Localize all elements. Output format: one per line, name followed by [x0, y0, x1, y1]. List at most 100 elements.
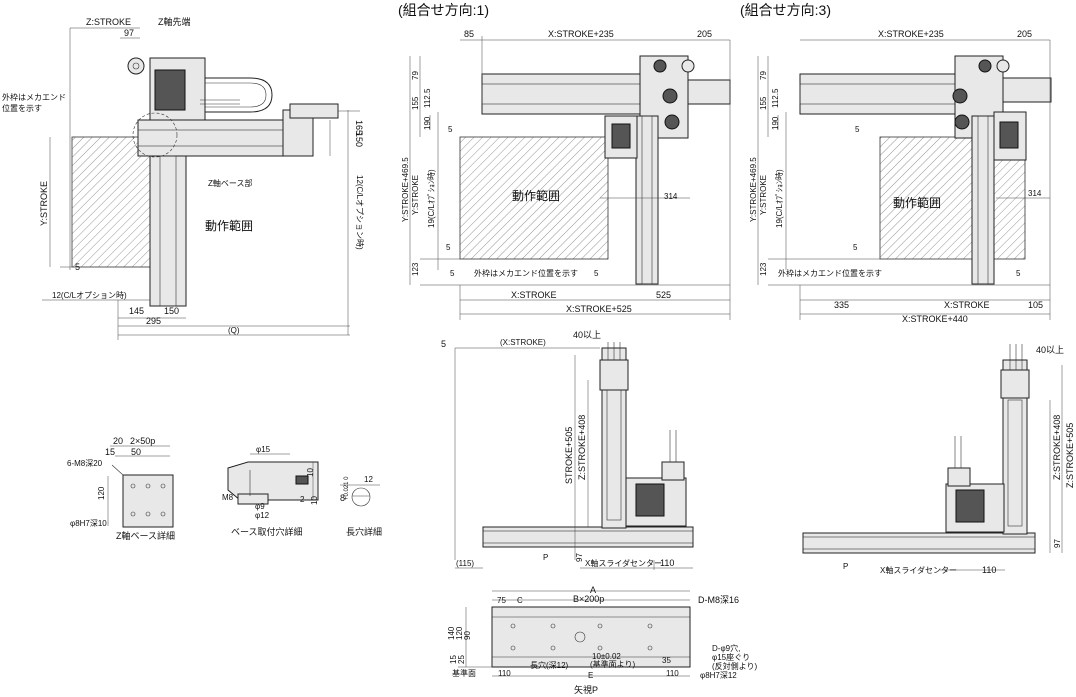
label-p-c: C [517, 596, 523, 605]
detail-slot [340, 484, 380, 507]
label-cl-option-v: 12(C/Lオプション時) [355, 175, 364, 250]
label-bh-d2: 2 [300, 495, 305, 504]
label-top3-d5c: 5 [1016, 269, 1021, 278]
left-callout-circle [132, 112, 178, 158]
label-top3-x-stroke-235: X:STROKE+235 [878, 29, 944, 39]
top-view-3 [757, 39, 1052, 320]
label-bh-d10b: 10 [310, 496, 319, 505]
label-p-d110a: 110 [498, 669, 511, 678]
label-top1-d190: 190 [423, 116, 432, 130]
label-front3-slider-center: X軸スライダセンター [880, 565, 957, 575]
label-top1-y-stroke: Y:STROKE [411, 175, 420, 215]
label-d165: 165 [354, 120, 364, 135]
front-view-3 [802, 344, 1063, 571]
label-d97: 97 [124, 28, 134, 38]
label-top1-d205: 205 [697, 29, 712, 39]
label-top1-d5c: 5 [450, 269, 455, 278]
label-d145: 145 [129, 306, 144, 316]
label-p-d25: 25 [457, 655, 466, 664]
label-bh-phi15: φ15 [256, 445, 271, 454]
label-front1-d110: 110 [660, 558, 674, 568]
top3-y-rail [971, 115, 995, 285]
label-front1-d115: (115) [456, 559, 474, 568]
label-bh-title: ベース取付穴詳細 [231, 526, 303, 537]
label-p-d110b: 110 [666, 669, 679, 678]
label-p-title: 矢視P [574, 684, 598, 695]
label-p-spot: φ15座ぐり [712, 652, 750, 662]
label-top1-d85: 85 [464, 29, 474, 39]
label-slot-title: 長穴詳細 [346, 526, 382, 537]
label-top1-x-stroke: X:STROKE [511, 290, 557, 300]
label-p-slot: 長穴(深12) [530, 660, 569, 670]
label-top3-d79: 79 [759, 71, 768, 80]
label-front1-stroke-505: STROKE+505 [564, 427, 574, 484]
label-top3-x-stroke: X:STROKE [944, 300, 990, 310]
label-front1-p: P [543, 553, 548, 562]
front1-x-base [482, 526, 694, 548]
label-zb-m8: 6-M8深20 [67, 459, 103, 468]
left-cable-loop [205, 77, 273, 113]
label-zb-d50: 50 [131, 447, 141, 457]
label-front1-slider-center: X軸スライダセンター [585, 558, 662, 568]
label-top1-range: 動作範囲 [512, 188, 560, 203]
label-d150v: 150 [354, 132, 364, 147]
detail-base-hole [227, 453, 319, 505]
label-top1-x-stroke-525: X:STROKE+525 [566, 304, 632, 314]
label-top1-outer-note: 外枠はメカエンド位置を示す [474, 268, 578, 278]
label-bh-phi9: φ9 [255, 502, 265, 511]
label-top1-cl19: 19(C/Lｵﾌﾟｼｮﾝ時) [427, 169, 436, 228]
heading-combo-3: (組合せ方向:3) [740, 2, 831, 18]
label-top1-y-stroke-469: Y:STROKE+469.5 [401, 157, 410, 222]
heading-combo-1: (組合せ方向:1) [398, 2, 489, 18]
label-zb-phi8: φ8H7深10 [70, 519, 107, 528]
label-p-tol: 10±0.02 [592, 652, 621, 661]
label-top1-d123: 123 [411, 262, 420, 276]
label-p-opp: (反対側より) [712, 661, 758, 671]
label-front3-d97: 97 [1053, 539, 1062, 548]
label-p-d120: 120 [455, 626, 464, 640]
top1-range-hatch [459, 136, 609, 260]
view-p [458, 590, 691, 677]
view-p-plate [491, 606, 691, 668]
label-zb-d120: 120 [97, 486, 106, 500]
label-top1-d5a: 5 [448, 125, 453, 134]
label-bh-phi12: φ12 [255, 511, 270, 520]
label-y-stroke: Y:STROKE [39, 181, 49, 226]
label-top1-d525: 525 [656, 290, 671, 300]
label-p-a: A [590, 585, 596, 595]
label-z-end: Z軸先端 [158, 16, 191, 27]
left-range-hatch [71, 136, 151, 268]
label-front3-over40: 40以上 [1036, 345, 1064, 355]
label-zb-d20: 20 [113, 436, 123, 446]
front3-x-base [802, 532, 1036, 554]
label-slot-d8: 8 [340, 493, 345, 503]
label-top3-x-stroke-440: X:STROKE+440 [902, 314, 968, 324]
label-top3-d155: 155 [759, 96, 768, 110]
label-p-dm8: D-M8深16 [698, 595, 739, 605]
label-front3-p: P [843, 562, 848, 571]
label-top3-d5b: 5 [853, 243, 858, 252]
top1-x-rail [481, 73, 653, 115]
label-top3-d205: 205 [1017, 29, 1032, 39]
label-top1-d5d: 5 [594, 269, 599, 278]
label-p-e: E [588, 671, 593, 680]
label-d150: 150 [164, 306, 179, 316]
label-p-d140: 140 [447, 626, 456, 640]
label-top3-cl19: 19(C/Lｵﾌﾟｼｮﾝ時) [775, 169, 784, 228]
left-view [42, 27, 360, 340]
label-outer-frame-1: 外枠はメカエンド [2, 92, 66, 102]
label-front1-over40: 40以上 [573, 330, 601, 340]
label-front1-d97: 97 [575, 553, 584, 562]
label-top3-d105: 105 [1028, 300, 1043, 310]
top3-x-rail [799, 73, 971, 115]
label-top3-y-stroke: Y:STROKE [759, 175, 768, 215]
label-front3-z-stroke-408: Z:STROKE+408 [1052, 415, 1062, 480]
label-p-phi8: φ8H7深12 [700, 671, 737, 680]
label-top1-x-stroke-235: X:STROKE+235 [548, 29, 614, 39]
label-p-ref: 基準面 [452, 668, 476, 678]
label-p-d15: 15 [449, 655, 458, 664]
label-p-d75: 75 [497, 596, 506, 605]
label-q: (Q) [228, 326, 240, 335]
label-p-d90: 90 [463, 631, 472, 640]
label-front3-z-stroke-505: Z:STROKE+505 [1065, 423, 1075, 488]
